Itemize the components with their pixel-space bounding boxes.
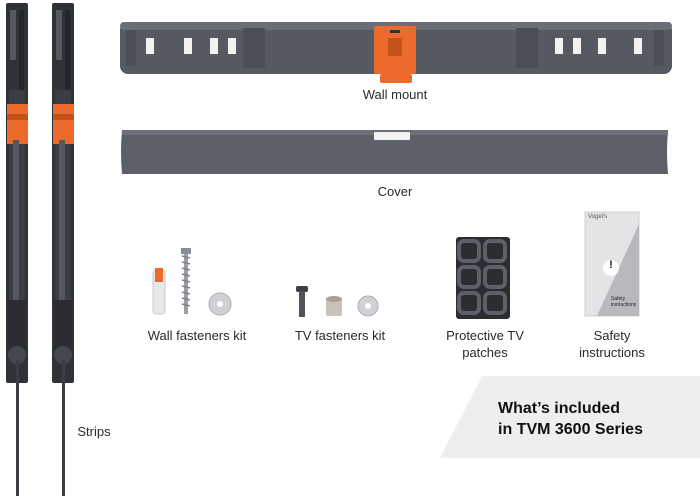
warning-icon: ! [609,259,613,271]
label-safety-line2: instructions [579,345,645,360]
label-strips: Strips [77,424,111,439]
wall-fasteners-kit-image [152,248,232,316]
strip-left [6,3,28,496]
label-protective-line2: patches [462,345,508,360]
banner-heading: What’s included in TVM 3600 Series [498,398,698,440]
label-protective-patches: Protective TV patches [430,327,540,361]
label-protective-line1: Protective TV [446,328,524,343]
tv-fasteners-kit-image [296,286,379,317]
booklet-logo: Vogel's [588,214,608,220]
cover-bar [121,130,668,174]
banner-line1: What’s included [498,400,621,417]
label-cover: Cover [377,184,413,199]
safety-booklet: Vogel's ! Safety instructions [584,211,640,317]
label-tv-fasteners: TV fasteners kit [294,328,386,343]
label-wall-fasteners: Wall fasteners kit [147,328,247,343]
wall-mount-plate [120,22,672,83]
booklet-title-line2: instructions [611,302,637,308]
protective-patches-image [456,237,510,319]
label-wall-mount: Wall mount [362,87,428,102]
banner-line2: in TVM 3600 Series [498,421,643,438]
strip-right [52,3,74,496]
banner-background [440,376,700,458]
booklet-title-line1: Safety [611,296,626,302]
booklet-title: Safety instructions [611,296,636,308]
label-safety-line1: Safety [593,328,631,343]
label-safety: Safety instructions [566,327,658,361]
